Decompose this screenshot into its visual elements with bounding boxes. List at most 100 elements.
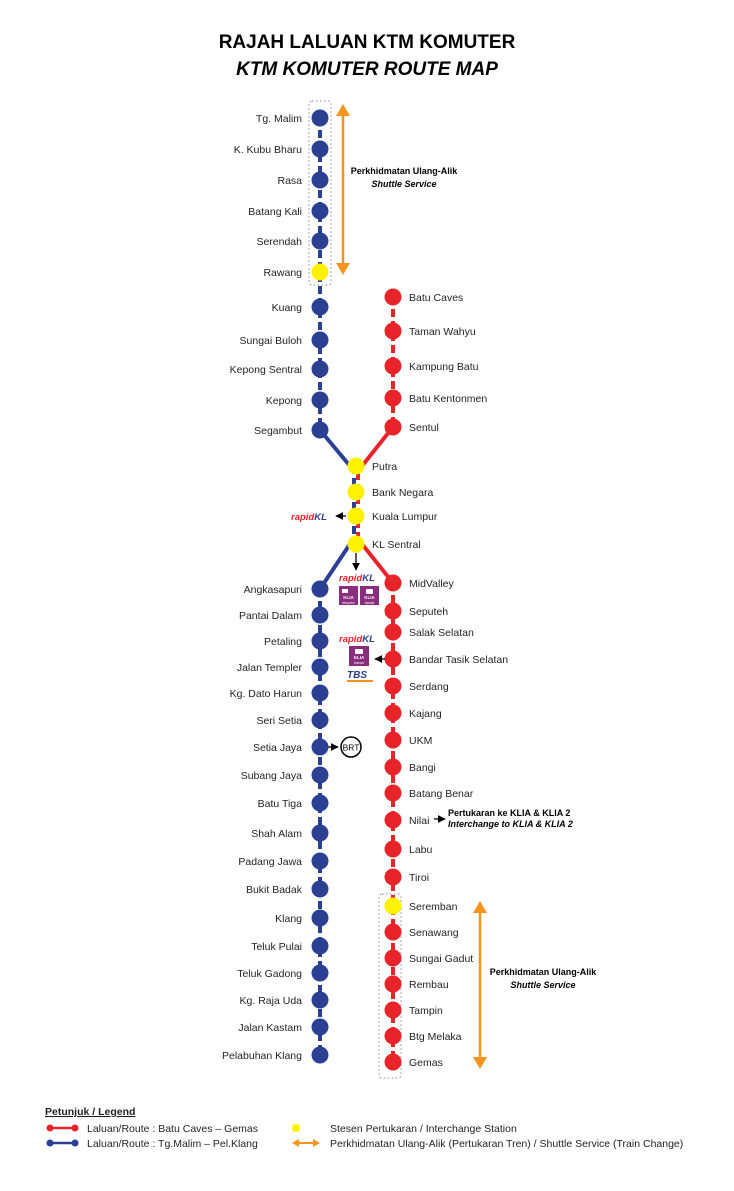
blue-station-kepong-sentral <box>311 360 329 378</box>
blue-station-jalan-templer <box>311 658 329 676</box>
blue-station-subang-jaya <box>311 766 329 784</box>
klia-transit-name: KLIA <box>364 595 375 600</box>
rapidkl-logo: rapidKL <box>291 512 327 523</box>
blue-label-batu-tiga: Batu Tiga <box>258 798 303 810</box>
legend-heading: Petunjuk / Legend <box>45 1106 135 1118</box>
red-label-kajang: Kajang <box>409 708 442 720</box>
red-label-tiroi: Tiroi <box>409 872 429 884</box>
red-label-serdang: Serdang <box>409 681 449 693</box>
blue-label-padang-jawa: Padang Jawa <box>238 856 302 868</box>
central-station-putra <box>347 457 365 475</box>
map-subtitle: KTM KOMUTER ROUTE MAP <box>236 59 498 80</box>
red-label-bandar-tasik-selatan: Bandar Tasik Selatan <box>409 654 508 666</box>
red-station-rembau <box>384 975 402 993</box>
red-station-serdang <box>384 677 402 695</box>
blue-label-segambut: Segambut <box>254 425 302 437</box>
red-station-sungai-gadut <box>384 949 402 967</box>
blue-label-serendah: Serendah <box>256 236 302 248</box>
blue-station-segambut <box>311 421 329 439</box>
blue-label-seri-setia: Seri Setia <box>256 715 302 727</box>
red-label-sentul: Sentul <box>409 422 439 434</box>
svg-text:rapidKL: rapidKL <box>339 573 375 584</box>
red-label-batu-kentonmen: Batu Kentonmen <box>409 393 487 405</box>
blue-label-k-kubu-bharu: K. Kubu Bharu <box>234 144 302 156</box>
red-station-seputeh <box>384 602 402 620</box>
central-station-bank-negara <box>347 483 365 501</box>
rapidkl-logo-bts: rapidKL <box>339 634 375 645</box>
blue-station-bukit-badak <box>311 880 329 898</box>
blue-station-batang-kali <box>311 202 329 220</box>
legend-blue-route <box>46 1139 79 1147</box>
red-station-bangi <box>384 758 402 776</box>
blue-station-setia-jaya <box>311 738 329 756</box>
red-station-taman-wahyu <box>384 322 402 340</box>
brt-icon: BRT <box>340 736 362 758</box>
red-station-batu-caves <box>384 288 402 306</box>
red-label-btg-melaka: Btg Melaka <box>409 1031 462 1043</box>
blue-station-rawang <box>311 263 329 281</box>
red-label-seremban: Seremban <box>409 901 458 913</box>
blue-station-kepong <box>311 391 329 409</box>
blue-station-jalan-kastam <box>311 1018 329 1036</box>
blue-label-shah-alam: Shah Alam <box>251 828 302 840</box>
klia-transit-sub: transit <box>365 601 375 605</box>
red-label-taman-wahyu: Taman Wahyu <box>409 326 476 338</box>
shuttle-south-arrow <box>473 901 487 1069</box>
blue-station-klang <box>311 909 329 927</box>
red-station-seremban <box>384 897 402 915</box>
blue-station-seri-setia <box>311 711 329 729</box>
rapidkl-bts-word: rapid <box>339 634 362 645</box>
red-station-btg-melaka <box>384 1027 402 1045</box>
shuttle-north-arrow <box>336 104 350 275</box>
nilai-note-en: Interchange to KLIA & KLIA 2 <box>448 819 573 829</box>
rapidkl-logo-word: rapid <box>291 512 314 523</box>
blue-station-serendah <box>311 232 329 250</box>
klia-bts-sub: transit <box>354 661 364 665</box>
rapidkl-sentral-word: rapid <box>339 573 362 584</box>
blue-station-angkasapuri <box>311 580 329 598</box>
svg-text:rapidKL: rapidKL <box>291 512 327 523</box>
blue-label-rawang: Rawang <box>263 267 302 279</box>
klia-bts-name: KLIA <box>354 655 365 660</box>
blue-station-petaling <box>311 632 329 650</box>
svg-text:rapidKL: rapidKL <box>339 634 375 645</box>
tbs-logo: TBS <box>347 670 373 682</box>
shuttle-north-zone <box>308 100 332 286</box>
red-station-kajang <box>384 704 402 722</box>
brt-label: BRT <box>343 743 360 753</box>
klia-transit-icon-bts: KLIA transit <box>349 646 369 666</box>
red-label-kampung-batu: Kampung Batu <box>409 361 479 373</box>
legend-shuttle-arrow <box>292 1139 320 1147</box>
red-label-rembau: Rembau <box>409 979 449 991</box>
blue-station-teluk-pulai <box>311 937 329 955</box>
central-label-kuala-lumpur: Kuala Lumpur <box>372 511 438 523</box>
blue-station-shah-alam <box>311 824 329 842</box>
red-station-kampung-batu <box>384 357 402 375</box>
blue-label-klang: Klang <box>275 913 302 925</box>
blue-label-jalan-kastam: Jalan Kastam <box>238 1022 302 1034</box>
red-label-gemas: Gemas <box>409 1057 443 1069</box>
blue-label-angkasapuri: Angkasapuri <box>244 584 302 596</box>
legend-interchange-label: Stesen Pertukaran / Interchange Station <box>330 1123 517 1135</box>
blue-label-pantai-dalam: Pantai Dalam <box>239 610 302 622</box>
blue-label-batang-kali: Batang Kali <box>248 206 302 218</box>
legend-red-route <box>46 1124 79 1132</box>
nilai-note: Pertukaran ke KLIA & KLIA 2 <box>448 808 570 818</box>
klia-ekspres-icon: KLIA ekspres <box>339 586 358 605</box>
blue-label-tg-malim: Tg. Malim <box>256 113 302 125</box>
rapidkl-bts-kl: KL <box>362 634 375 645</box>
blue-station-batu-tiga <box>311 794 329 812</box>
tbs-logo-text: TBS <box>347 670 367 681</box>
shuttle-north-label: Perkhidmatan Ulang-Alik <box>351 166 459 176</box>
blue-station-tg-malim <box>311 109 329 127</box>
red-station-labu <box>384 840 402 858</box>
red-label-salak-selatan: Salak Selatan <box>409 627 474 639</box>
red-station-senawang <box>384 923 402 941</box>
blue-label-teluk-pulai: Teluk Pulai <box>251 941 302 953</box>
red-station-bandar-tasik-selatan <box>384 650 402 668</box>
red-station-tiroi <box>384 868 402 886</box>
red-label-labu: Labu <box>409 844 433 856</box>
legend-shuttle-label: Perkhidmatan Ulang-Alik (Pertukaran Tren… <box>330 1138 683 1150</box>
red-label-senawang: Senawang <box>409 927 459 939</box>
blue-label-bukit-badak: Bukit Badak <box>246 884 303 896</box>
